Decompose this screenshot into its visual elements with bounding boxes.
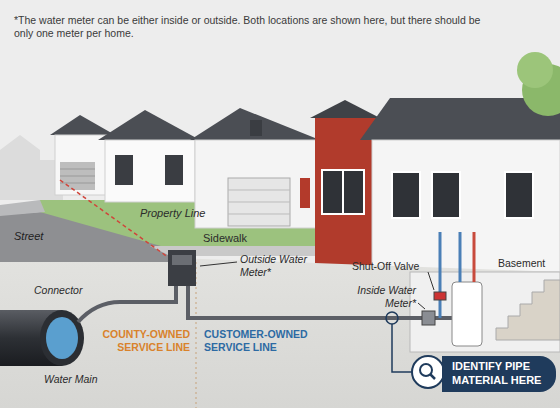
- water-main-label: Water Main: [44, 373, 98, 386]
- inside-meter-label: Inside Water Meter*: [330, 284, 416, 309]
- street-label: Street: [14, 230, 43, 243]
- sidewalk-label: Sidewalk: [203, 232, 247, 245]
- shut-off-valve-label: Shut-Off Valve: [352, 260, 419, 273]
- connector-label: Connector: [34, 284, 82, 297]
- note: *The water meter can be either inside or…: [14, 14, 494, 39]
- basement-label: Basement: [498, 257, 545, 270]
- customer-line-label: CUSTOMER-OWNED SERVICE LINE: [204, 328, 334, 353]
- outside-meter-label: Outside Water Meter*: [240, 253, 332, 278]
- property-line-label: Property Line: [140, 207, 205, 220]
- county-line-label: COUNTY-OWNED SERVICE LINE: [86, 328, 190, 353]
- callout-text: IDENTIFY PIPE MATERIAL HERE: [452, 360, 548, 388]
- callout-box: IDENTIFY PIPE MATERIAL HERE: [442, 356, 556, 392]
